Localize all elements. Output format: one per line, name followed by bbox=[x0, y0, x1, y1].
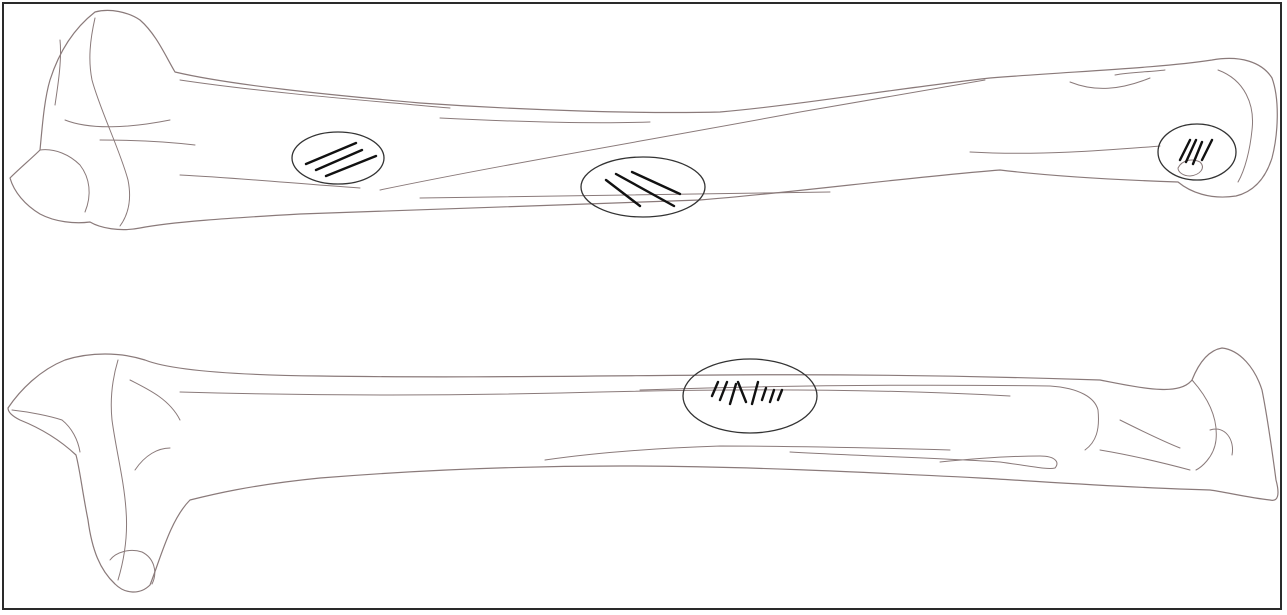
lower-bone-distal-condyle bbox=[1192, 380, 1233, 470]
lower-bone-distal-groove bbox=[790, 452, 1057, 469]
cut-mark-circle-lower-midshaft bbox=[683, 359, 817, 433]
upper-bone-distal-crest bbox=[1070, 70, 1165, 88]
lower-bone-crest-line bbox=[640, 385, 1098, 450]
upper-bone-distal-socket bbox=[1178, 160, 1202, 176]
cut-mark bbox=[752, 382, 758, 404]
cut-mark-group-proximal bbox=[292, 132, 384, 184]
lower-bone-proximal-lip bbox=[12, 410, 80, 452]
cut-mark bbox=[720, 382, 727, 400]
lower-bone-shaft-line-top bbox=[180, 390, 1010, 396]
upper-bone-shaft-line-mid bbox=[440, 118, 650, 123]
cut-mark bbox=[316, 150, 362, 170]
cut-mark bbox=[1202, 140, 1212, 160]
upper-bone-proximal-contour bbox=[90, 18, 130, 226]
lower-bone-outline bbox=[8, 348, 1278, 592]
cut-mark bbox=[632, 172, 680, 194]
upper-bone-distal-condyle bbox=[1218, 70, 1253, 182]
upper-bone-shaft-line-top bbox=[180, 80, 450, 108]
upper-bone-shaft-line-diagonal bbox=[380, 80, 985, 190]
lower-bone-proximal-fold bbox=[130, 380, 180, 470]
upper-bone bbox=[10, 10, 1277, 229]
upper-bone-head-fold bbox=[40, 150, 89, 212]
cut-mark-circle-midshaft bbox=[581, 157, 705, 217]
upper-bone-shaft-line-low-proximal bbox=[180, 175, 360, 188]
lower-bone-proximal-contour bbox=[111, 360, 126, 580]
cut-mark-group-distal bbox=[1158, 124, 1236, 180]
cut-mark bbox=[770, 390, 774, 402]
upper-bone-outline bbox=[10, 10, 1277, 229]
cut-mark bbox=[326, 156, 376, 176]
lower-bone-shaft-line-mid bbox=[545, 446, 950, 460]
lower-bone-distal-ridge bbox=[1100, 420, 1190, 470]
cut-mark bbox=[712, 382, 718, 396]
cut-mark-group-lower-midshaft bbox=[683, 359, 817, 433]
cut-mark bbox=[306, 143, 356, 164]
cut-mark bbox=[738, 382, 746, 402]
upper-bone-proximal-ridge bbox=[55, 40, 170, 127]
upper-bone-distal-ridge bbox=[970, 146, 1160, 153]
lower-bone bbox=[8, 348, 1278, 592]
cut-mark-group-midshaft bbox=[581, 157, 705, 217]
lower-bone-distal-foot bbox=[110, 550, 155, 584]
cut-mark bbox=[778, 390, 782, 400]
